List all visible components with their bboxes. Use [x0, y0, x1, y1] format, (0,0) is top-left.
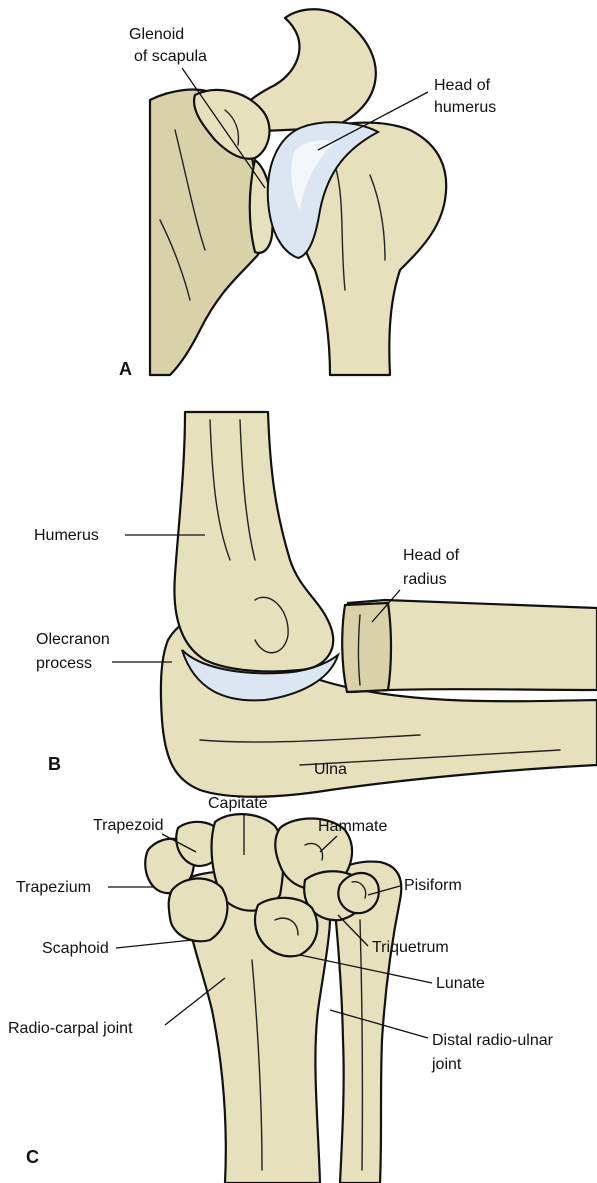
- label-glenoid-line1: Glenoid: [129, 26, 184, 43]
- panel-letter-c: C: [26, 1147, 39, 1167]
- label-scaphoid: Scaphoid: [42, 940, 109, 957]
- panel-c-wrist: Capitate Trapezoid Hammate Trapezium Pis…: [8, 795, 554, 1183]
- label-trapezoid: Trapezoid: [93, 817, 164, 834]
- head-of-radius: [342, 603, 391, 692]
- humerus: [174, 412, 333, 671]
- panel-a-shoulder: Glenoid of scapula Head of humerus A: [119, 9, 496, 379]
- label-glenoid-line2: of scapula: [134, 48, 207, 65]
- label-humerus: Humerus: [34, 527, 99, 544]
- panel-b-elbow: Humerus Head of radius Olecranon process…: [34, 412, 597, 797]
- label-pisiform: Pisiform: [404, 877, 462, 894]
- label-olecranon-line1: Olecranon: [36, 631, 110, 648]
- label-triquetrum: Triquetrum: [372, 939, 449, 956]
- label-head-radius-line1: Head of: [403, 547, 460, 564]
- label-head-radius-line2: radius: [403, 571, 447, 588]
- label-lunate: Lunate: [436, 975, 485, 992]
- label-ulna: Ulna: [314, 761, 347, 778]
- label-distal-radio-ulnar-line2: joint: [431, 1056, 462, 1073]
- label-hammate: Hammate: [318, 818, 387, 835]
- label-radio-carpal: Radio-carpal joint: [8, 1020, 133, 1037]
- label-head-humerus-line1: Head of: [434, 77, 491, 94]
- scaphoid: [169, 878, 228, 941]
- label-olecranon-line2: process: [36, 655, 92, 672]
- panel-letter-a: A: [119, 359, 132, 379]
- label-head-humerus-line2: humerus: [434, 99, 496, 116]
- panel-letter-b: B: [48, 754, 61, 774]
- label-distal-radio-ulnar-line1: Distal radio-ulnar: [432, 1032, 554, 1049]
- label-capitate: Capitate: [208, 795, 268, 812]
- label-trapezium: Trapezium: [16, 879, 91, 896]
- leader-scaphoid: [116, 940, 192, 948]
